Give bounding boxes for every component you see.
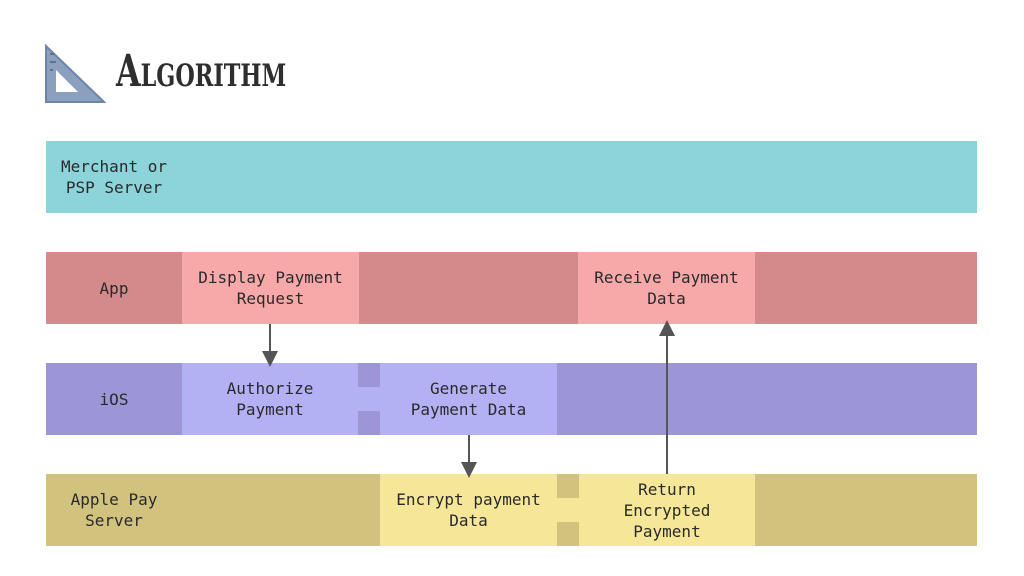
set-square-icon [45, 44, 106, 103]
page-title: Algorithm [116, 46, 287, 97]
lane-app: App Display Payment Request Receive Paym… [46, 252, 977, 324]
lane-label-app: App [99, 278, 129, 298]
lane-label-ios: iOS [99, 389, 129, 409]
step-generate-payment-data: Generate Payment Data [380, 363, 557, 435]
lane-ios: iOS Authorize Payment Generate Payment D… [46, 363, 977, 435]
connector-notch [557, 498, 579, 522]
step-return-encrypted-payment: Return Encrypted Payment [579, 474, 755, 546]
lane-merchant-psp-server: Merchant or PSP Server [46, 141, 977, 213]
step-encrypt-payment-data: Encrypt payment Data [380, 474, 557, 546]
lane-label-merchant: Merchant or PSP Server [61, 157, 167, 197]
lane-label-apple-pay: Apple Pay Server [70, 490, 158, 530]
step-receive-payment-data: Receive Payment Data [578, 252, 755, 324]
step-display-payment-request: Display Payment Request [182, 252, 359, 324]
step-authorize-payment: Authorize Payment [182, 363, 358, 435]
connector-notch [358, 387, 380, 411]
lane-apple-pay-server: Apple Pay Server Encrypt payment Data Re… [46, 474, 977, 546]
